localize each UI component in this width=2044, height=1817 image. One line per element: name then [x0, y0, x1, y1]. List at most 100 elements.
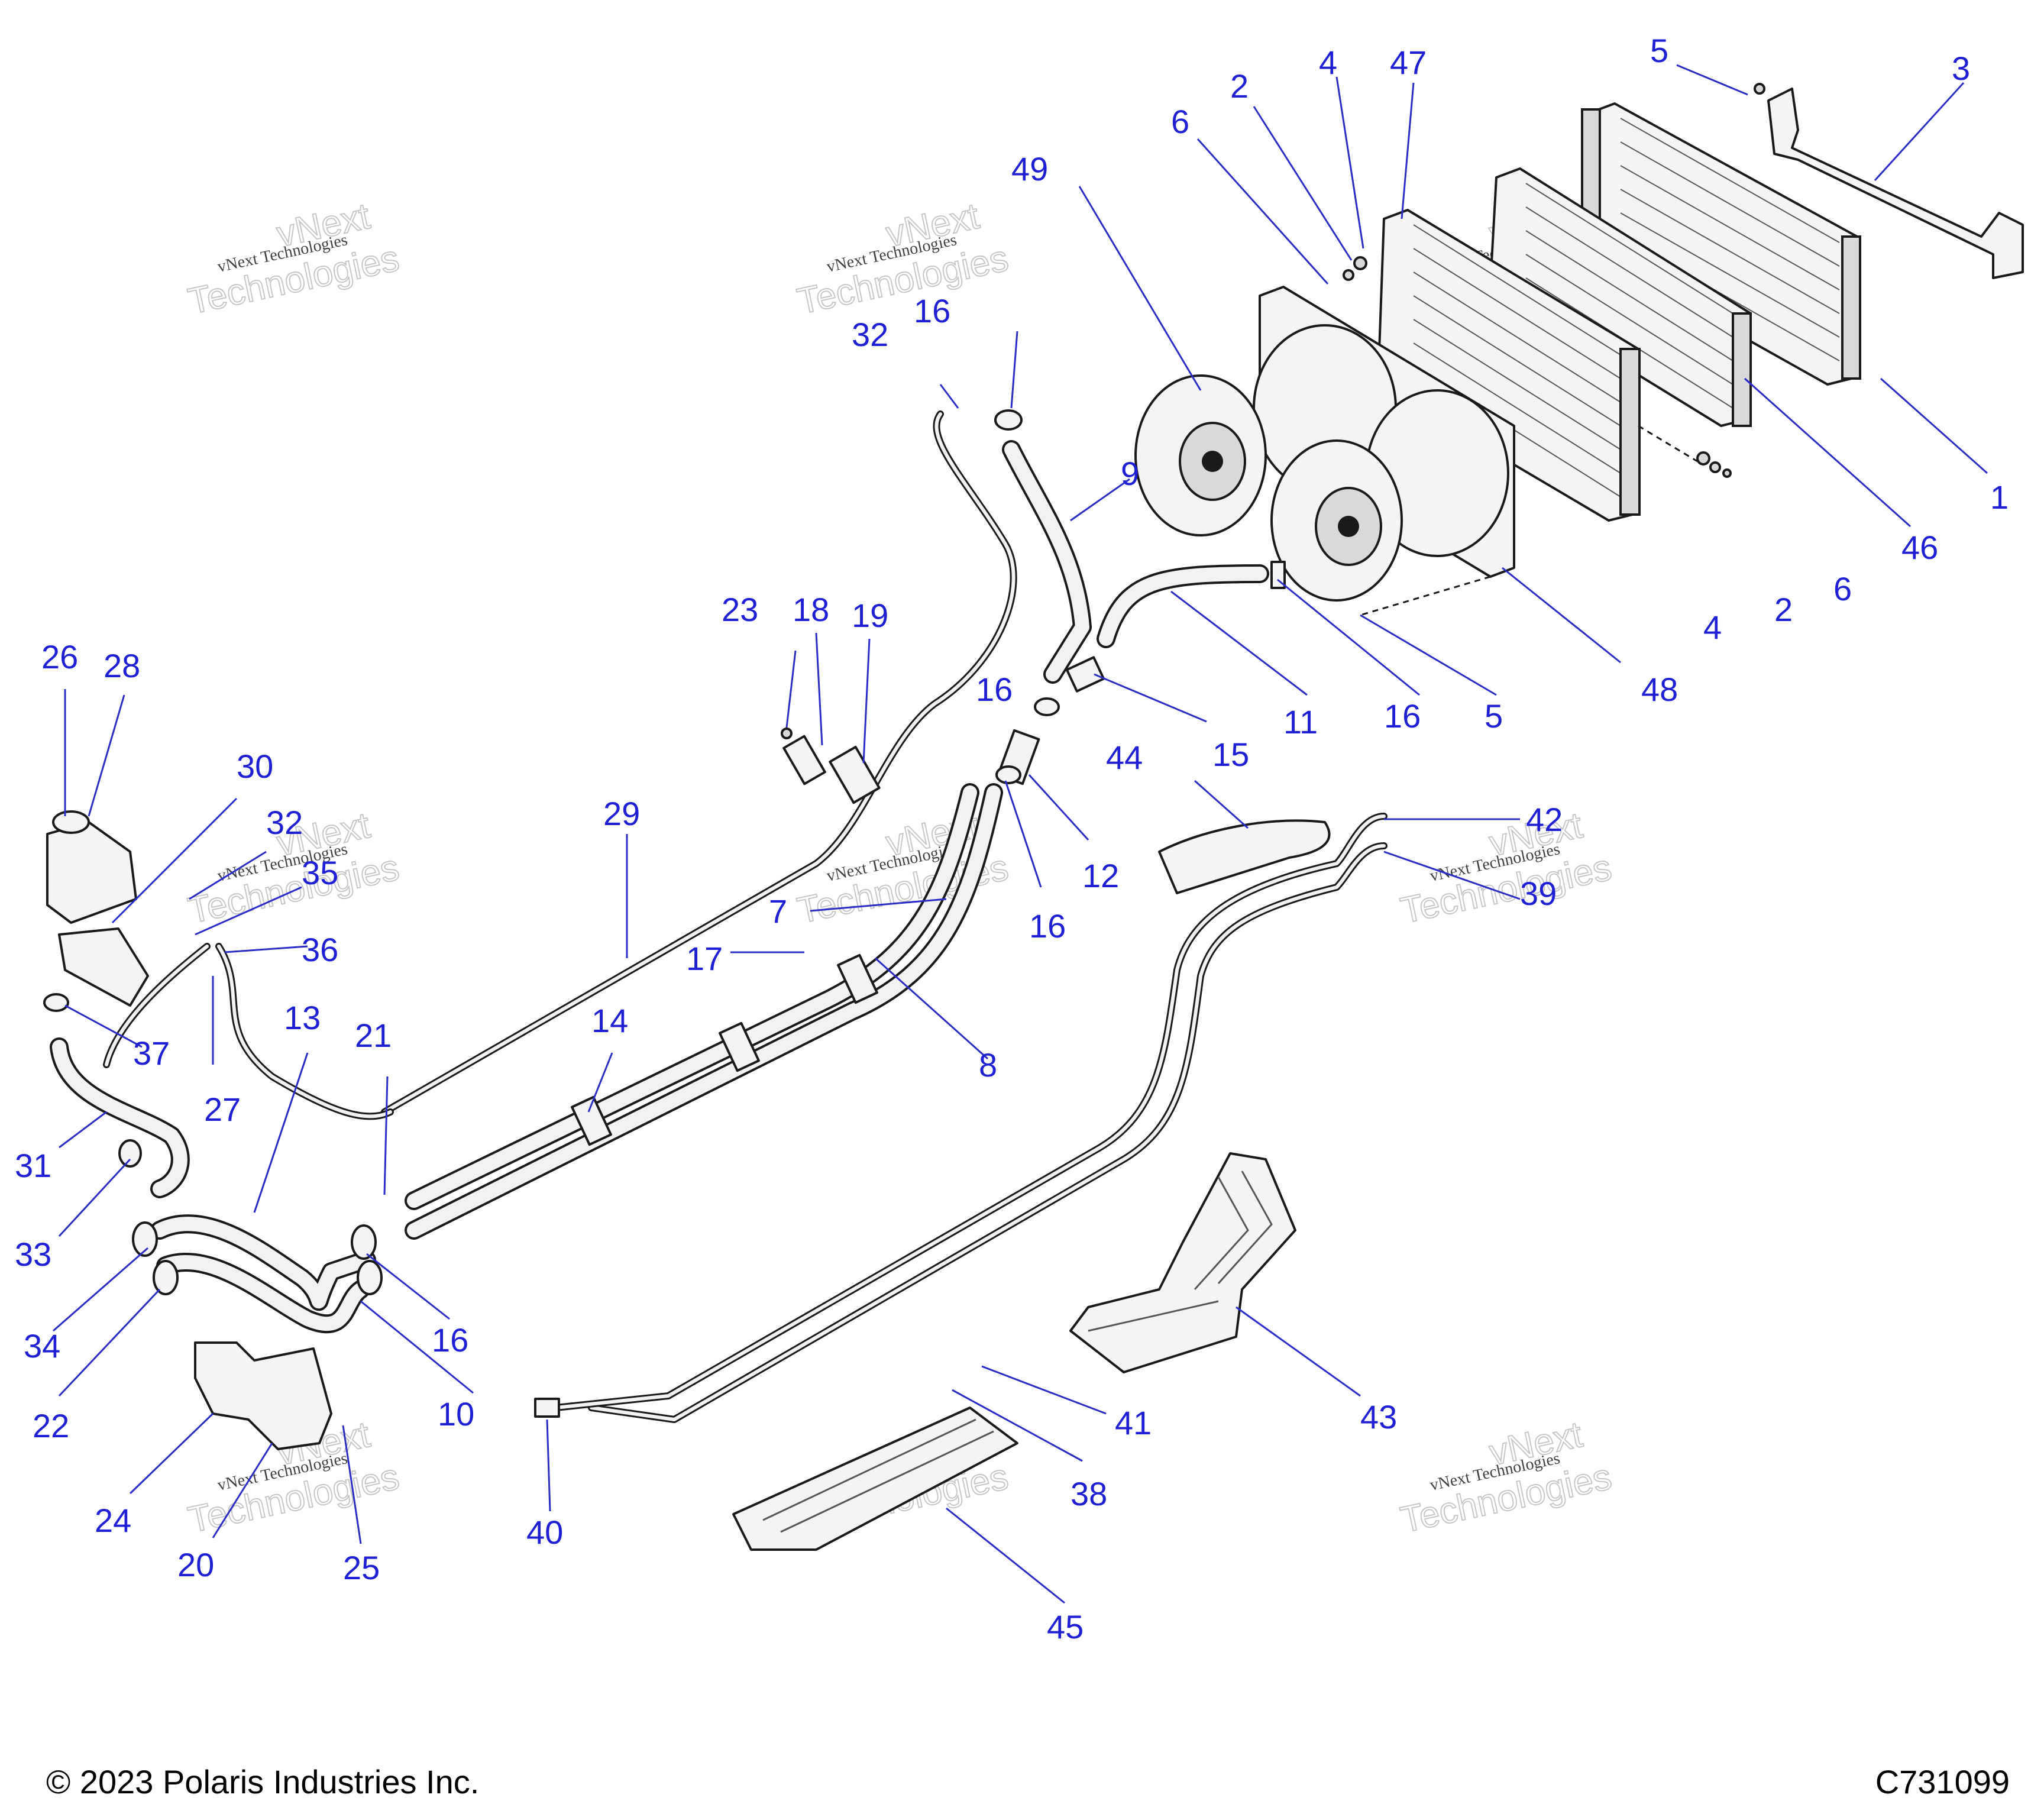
skid-plates [732, 1152, 1296, 1551]
callout-49: 49 [1011, 150, 1048, 187]
callout-46: 46 [1901, 529, 1938, 566]
hose-clamp [1034, 697, 1060, 716]
callout-17: 17 [686, 940, 723, 977]
radiator-bracket [1767, 88, 2024, 279]
callout-41: 41 [1115, 1404, 1152, 1441]
radiator-assembly [1134, 83, 2024, 616]
callout-29: 29 [603, 795, 640, 832]
callout-3: 3 [1952, 50, 1970, 87]
reservoir-cap [52, 810, 90, 834]
hose-clamp [153, 1260, 179, 1295]
mounting-bracket [194, 1341, 332, 1450]
callout-23: 23 [722, 591, 758, 628]
fastener [1696, 451, 1710, 465]
reservoir-area [43, 810, 394, 1450]
hose-clamp-33 [118, 1139, 142, 1168]
skid-plate-45 [732, 1407, 1018, 1551]
fastener [1343, 269, 1354, 281]
callout-30: 30 [237, 748, 273, 785]
fastener [1722, 468, 1732, 478]
callout-18: 18 [793, 591, 829, 628]
callout-24: 24 [95, 1502, 131, 1539]
callout-7: 7 [769, 893, 787, 930]
callout-36: 36 [302, 931, 338, 968]
fastener [1709, 461, 1721, 473]
hose-clamp [132, 1221, 158, 1257]
radiator-front-tank [1619, 348, 1641, 516]
callout-45: 45 [1047, 1608, 1084, 1645]
callout-9: 9 [1121, 455, 1139, 492]
radiator-middle-tank [1732, 312, 1752, 427]
cooling-fan-right [1270, 439, 1403, 602]
line-39 [588, 842, 1388, 1423]
callout-27: 27 [204, 1091, 241, 1128]
hose-19 [829, 745, 881, 804]
tee-fitting [1065, 656, 1105, 693]
callout-16: 16 [1029, 907, 1066, 945]
upper-hoses [381, 409, 1286, 1116]
callout-16: 16 [1384, 697, 1421, 735]
overflow-tube [381, 410, 1017, 1116]
callout-2: 2 [1230, 67, 1249, 105]
coolant-reservoir [46, 821, 137, 924]
callout-19: 19 [852, 597, 888, 634]
callout-32: 32 [852, 316, 888, 353]
callout-16: 16 [432, 1321, 468, 1359]
callout-15: 15 [1212, 736, 1249, 773]
callout-20: 20 [177, 1546, 214, 1583]
callout-47: 47 [1390, 44, 1427, 81]
pipe-mount [837, 953, 878, 1004]
hose-clamp [1270, 561, 1286, 589]
callout-31: 31 [15, 1147, 51, 1184]
skid-plate-43 [1069, 1152, 1296, 1373]
radiator-rear-tank [1841, 235, 1861, 380]
callout-22: 22 [33, 1407, 69, 1444]
callout-4: 4 [1703, 609, 1722, 646]
callout-13: 13 [284, 999, 321, 1036]
fitting-40 [534, 1398, 560, 1418]
assembly-line [1360, 576, 1491, 616]
callout-8: 8 [979, 1046, 997, 1084]
callout-44: 44 [1106, 739, 1143, 776]
callout-39: 39 [1520, 875, 1557, 912]
hose-clamp [994, 409, 1023, 431]
callout-26: 26 [41, 638, 78, 675]
callout-10: 10 [438, 1395, 474, 1433]
callout-5: 5 [1485, 697, 1503, 735]
callout-25: 25 [343, 1549, 380, 1586]
long-lines [534, 813, 1388, 1423]
callout-42: 42 [1526, 801, 1563, 838]
hose-clamp [351, 1224, 377, 1260]
callout-38: 38 [1070, 1475, 1107, 1512]
callout-16: 16 [914, 292, 950, 329]
fitting-23 [781, 728, 793, 739]
callout-40: 40 [526, 1514, 563, 1551]
pipe-mount [571, 1095, 612, 1146]
callout-6: 6 [1833, 570, 1852, 607]
callout-5: 5 [1650, 32, 1668, 69]
callout-11: 11 [1283, 703, 1318, 741]
hose-clamp [357, 1260, 383, 1295]
leader-lines [53, 64, 1988, 1604]
callout-16: 16 [976, 671, 1013, 708]
reservoir-bracket [58, 927, 149, 1007]
assembly-line [1638, 425, 1698, 463]
callout-4: 4 [1319, 44, 1337, 81]
callout-2: 2 [1774, 591, 1793, 628]
callout-37: 37 [133, 1034, 170, 1072]
fastener [1754, 83, 1765, 95]
line-guard-44 [1158, 819, 1331, 894]
fastener [1353, 256, 1367, 270]
callout-48: 48 [1641, 671, 1678, 708]
hose-18 [782, 735, 826, 785]
pipe-mount [719, 1021, 760, 1072]
callout-28: 28 [104, 647, 140, 684]
callout-labels: 1 2 2 3 4 4 5 5 6 6 7 8 9 10 11 12 13 14… [15, 32, 2009, 1645]
callout-1: 1 [1990, 479, 2009, 516]
drawing-number: C731099 [1875, 1763, 2010, 1800]
callout-32: 32 [266, 804, 303, 841]
callout-35: 35 [302, 854, 338, 891]
callout-21: 21 [355, 1017, 392, 1054]
hose-clamp [995, 765, 1021, 784]
